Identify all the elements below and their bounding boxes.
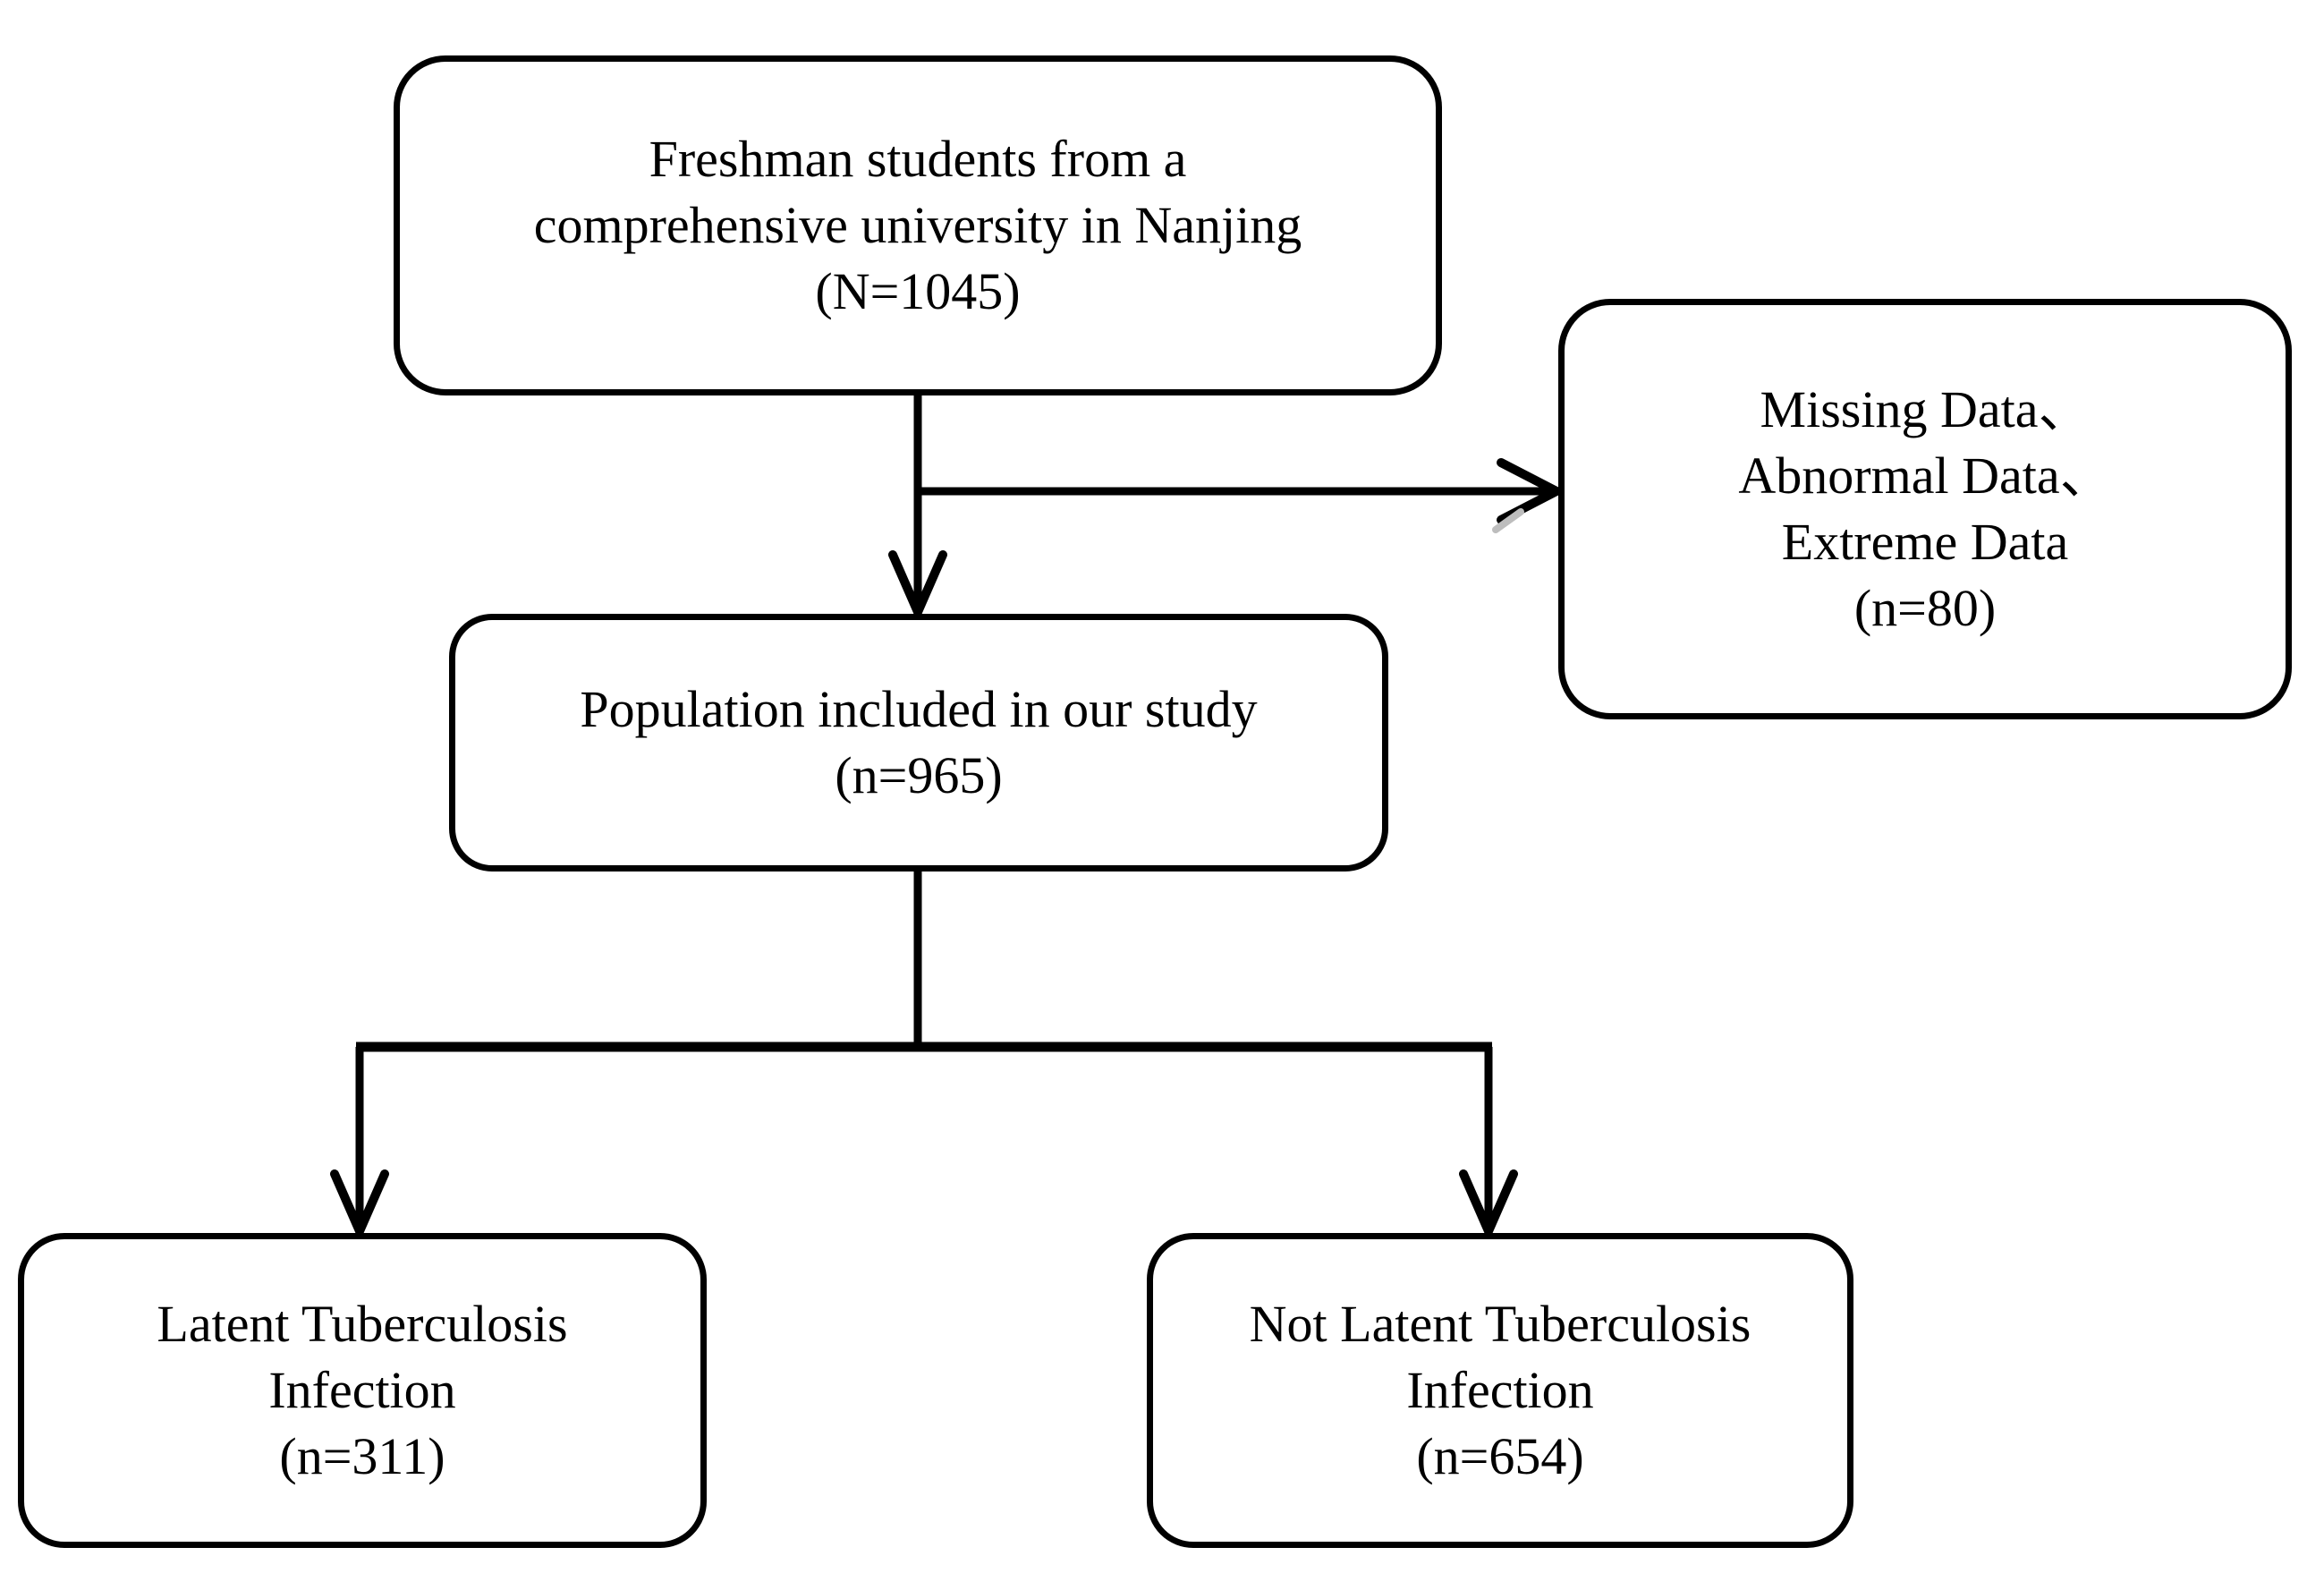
latent-tb-line-1: Latent Tuberculosis xyxy=(157,1294,568,1353)
included-population-count: (n=965) xyxy=(835,746,1003,804)
excluded-data-line-3: Extreme Data xyxy=(1781,513,2069,571)
latent-tb-count: (n=311) xyxy=(279,1427,445,1486)
source-population-count: (N=1045) xyxy=(815,262,1021,321)
latent-tb-line-2: Infection xyxy=(268,1360,456,1419)
edge-included-split xyxy=(356,872,1492,1052)
source-population-line-1: Freshman students from a xyxy=(649,129,1187,188)
edge-source-to-included xyxy=(888,395,947,624)
not-latent-tb-line-2: Infection xyxy=(1406,1360,1594,1419)
excluded-data-line-2: Abnormal Data、 xyxy=(1738,446,2112,505)
excluded-data-count: (n=80) xyxy=(1853,579,1997,638)
excluded-data-box[interactable]: Missing Data、 Abnormal Data、 Extreme Dat… xyxy=(1558,299,2292,719)
excluded-data-line-1: Missing Data、 xyxy=(1760,379,2091,438)
not-latent-tb-infection-box[interactable]: Not Latent Tuberculosis Infection (n=654… xyxy=(1147,1233,1853,1548)
not-latent-tb-count: (n=654) xyxy=(1416,1427,1584,1486)
edge-included-to-ltbi xyxy=(330,1047,389,1243)
not-latent-tb-line-1: Not Latent Tuberculosis xyxy=(1249,1294,1751,1353)
source-population-box[interactable]: Freshman students from a comprehensive u… xyxy=(394,55,1442,395)
edge-included-to-not-ltbi xyxy=(1459,1047,1518,1243)
latent-tb-infection-box[interactable]: Latent Tuberculosis Infection (n=311) xyxy=(18,1233,707,1548)
edge-source-to-excluded xyxy=(918,458,1566,533)
included-population-line-1: Population included in our study xyxy=(580,679,1258,738)
included-population-box[interactable]: Population included in our study (n=965) xyxy=(449,614,1388,872)
source-population-line-2: comprehensive university in Nanjing xyxy=(533,195,1302,254)
